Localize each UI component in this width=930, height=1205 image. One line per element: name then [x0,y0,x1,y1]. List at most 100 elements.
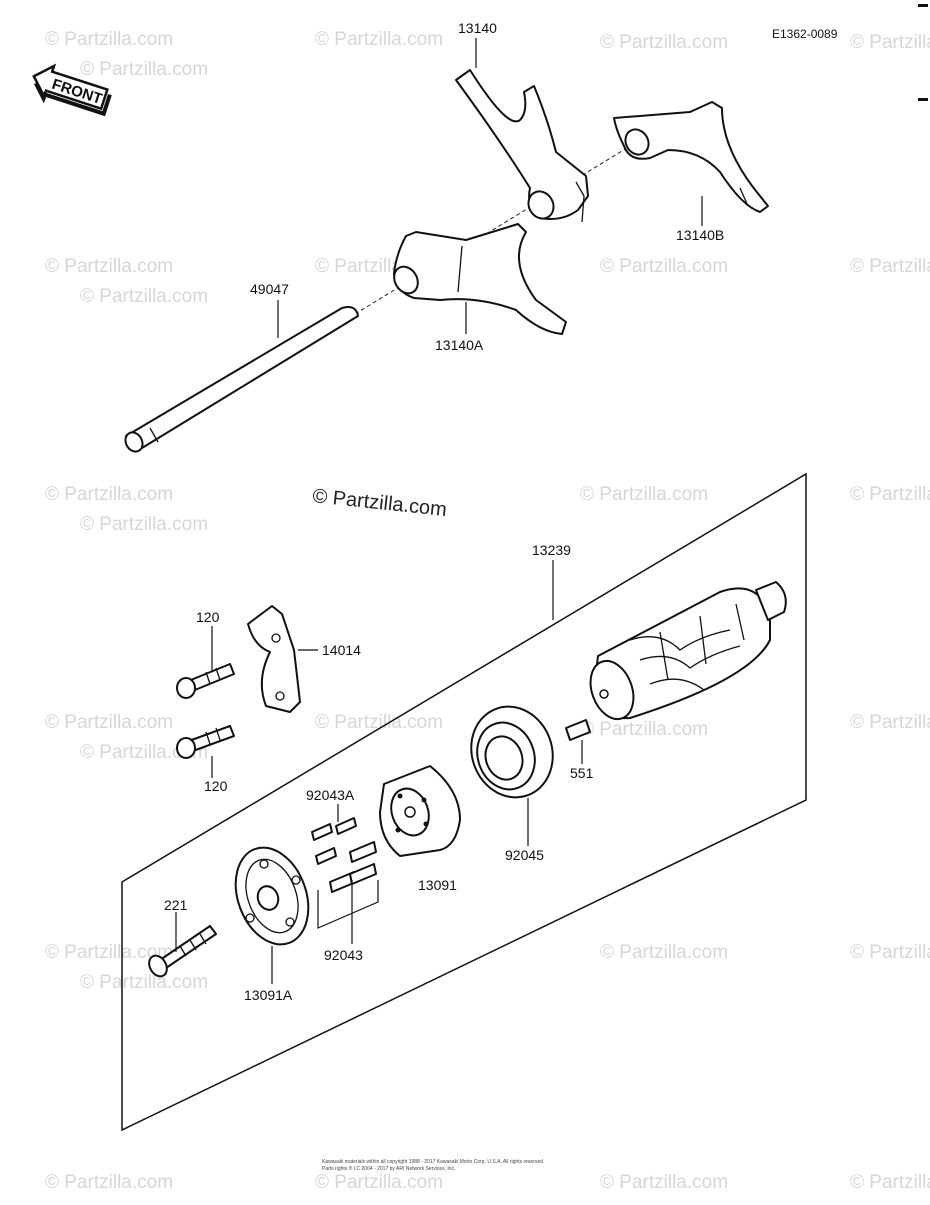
bolt-upper-head [176,677,196,699]
fork-13140-bore [527,190,555,220]
shift-fork-13140A [393,223,567,335]
label-551: 551 [570,765,594,781]
label-120-upper: 120 [196,609,220,625]
pin-92043 [349,863,377,885]
label-13091A: 13091A [244,987,293,1003]
pin-holder-hub [404,806,416,818]
watermark-tile: © Partzilla.com [850,484,930,505]
watermark-tile: © Partzilla.com [850,942,930,963]
cam-plate-ring [245,858,299,934]
pin-92043 [349,841,377,863]
bearing-92045 [470,705,554,799]
watermark-tile: © Partzilla.com [580,484,708,505]
watermark-tile: © Partzilla.com [315,29,443,50]
cam-plate-hub [256,885,280,911]
shift-fork-13140B [613,101,769,213]
watermark-tile: © Partzilla.com [850,712,930,733]
cam-plate-13091A [234,846,310,946]
watermark-tile: © Partzilla.com [315,1172,443,1193]
screw-221-head [148,954,168,978]
watermark-tiles: © Partzilla.com © Partzilla.com © Partzi… [45,29,930,1193]
pin-holder-hole [423,821,429,827]
watermark-tile: © Partzilla.com [80,59,208,80]
fork-13140-body [455,69,589,220]
label-92045: 92045 [505,847,544,863]
watermark-tile: © Partzilla.com [580,719,708,740]
watermark-tile: © Partzilla.com [45,256,173,277]
label-13091: 13091 [418,877,457,893]
registration-mark [918,4,928,7]
shift-drum-grooves [629,629,741,691]
watermark-tile: © Partzilla.com [850,1172,930,1193]
front-arrow-shadow [34,82,112,117]
shift-drum-shaft [755,581,787,621]
bolt-lower-thread [205,727,221,745]
pin-551 [565,719,591,741]
shift-drum-end [589,659,635,721]
label-221: 221 [164,897,188,913]
registration-mark [918,98,928,101]
watermark-tile: © Partzilla.com [80,972,208,993]
stopper-plate-body [247,605,301,713]
bolt-lower-head [176,737,196,759]
watermark-tile: © Partzilla.com [850,32,930,53]
watermark-tile: © Partzilla.com [600,942,728,963]
fork-13140-pin [575,181,585,223]
shift-rod-groove [149,427,159,443]
bearing-bore [484,735,524,781]
cam-plate-notch [285,917,295,927]
watermark-tile: © Partzilla.com [80,286,208,307]
screw-221-thread [179,933,207,957]
pin-92043A [311,823,333,841]
pin-holder-13091 [379,765,461,857]
stopper-plate-14014 [247,605,301,713]
pin-92043 [315,847,337,865]
label-49047: 49047 [250,281,289,297]
label-13140: 13140 [458,20,497,36]
watermark-tile: © Partzilla.com [45,712,173,733]
stopper-plate-hole [271,633,281,643]
watermark-tile: © Partzilla.com [850,256,930,277]
pin-group-bracket [317,880,379,929]
fork-13140B-pad [739,187,749,207]
pin-551-body [565,719,591,741]
watermark-tile: © Partzilla.com [45,484,173,505]
label-13140A: 13140A [435,337,484,353]
watermark-tile: © Partzilla.com [315,712,443,733]
fork-13140B-body [613,101,769,213]
label-92043A: 92043A [306,787,355,803]
cam-plate-notch [245,913,255,923]
label-92043: 92043 [324,947,363,963]
pin-holder-hole [395,827,401,833]
fork-13140A-body [393,223,567,335]
diagram-code: E1362-0089 [772,27,838,41]
legal-text: Kawasaki materials within all copyright … [322,1159,544,1165]
pin-92043A [335,817,357,835]
assembly-frame [121,472,807,1132]
stopper-plate-hole [275,691,285,701]
watermark-tile: © Partzilla.com [45,1172,173,1193]
watermark-tile: © Partzilla.com [45,29,173,50]
watermark-tile: © Partzilla.com [600,1172,728,1193]
fork-13140B-bore [624,128,650,156]
watermark-tile: © Partzilla.com [600,256,728,277]
label-13140B: 13140B [676,227,724,243]
watermark-tile: © Partzilla.com [45,942,173,963]
bolt-upper-thread [205,667,221,685]
shift-drum-hole [599,689,609,699]
shift-drum [589,581,787,721]
label-13239: 13239 [532,542,571,558]
screw-221 [148,925,217,978]
bolt-120-lower [176,725,235,759]
label-14014: 14014 [322,642,361,658]
legal-text: Parts rights ® LC 2004 - 2017 by ARI Net… [322,1165,455,1172]
shift-rod-body [125,306,359,450]
watermark-tile: © Partzilla.com [80,514,208,535]
fork-13140A-ridge [457,245,463,293]
pin-holder-hole [397,793,403,799]
cam-plate-notch [291,875,301,885]
label-120-lower: 120 [204,778,228,794]
pin-holder-hole [421,797,427,803]
